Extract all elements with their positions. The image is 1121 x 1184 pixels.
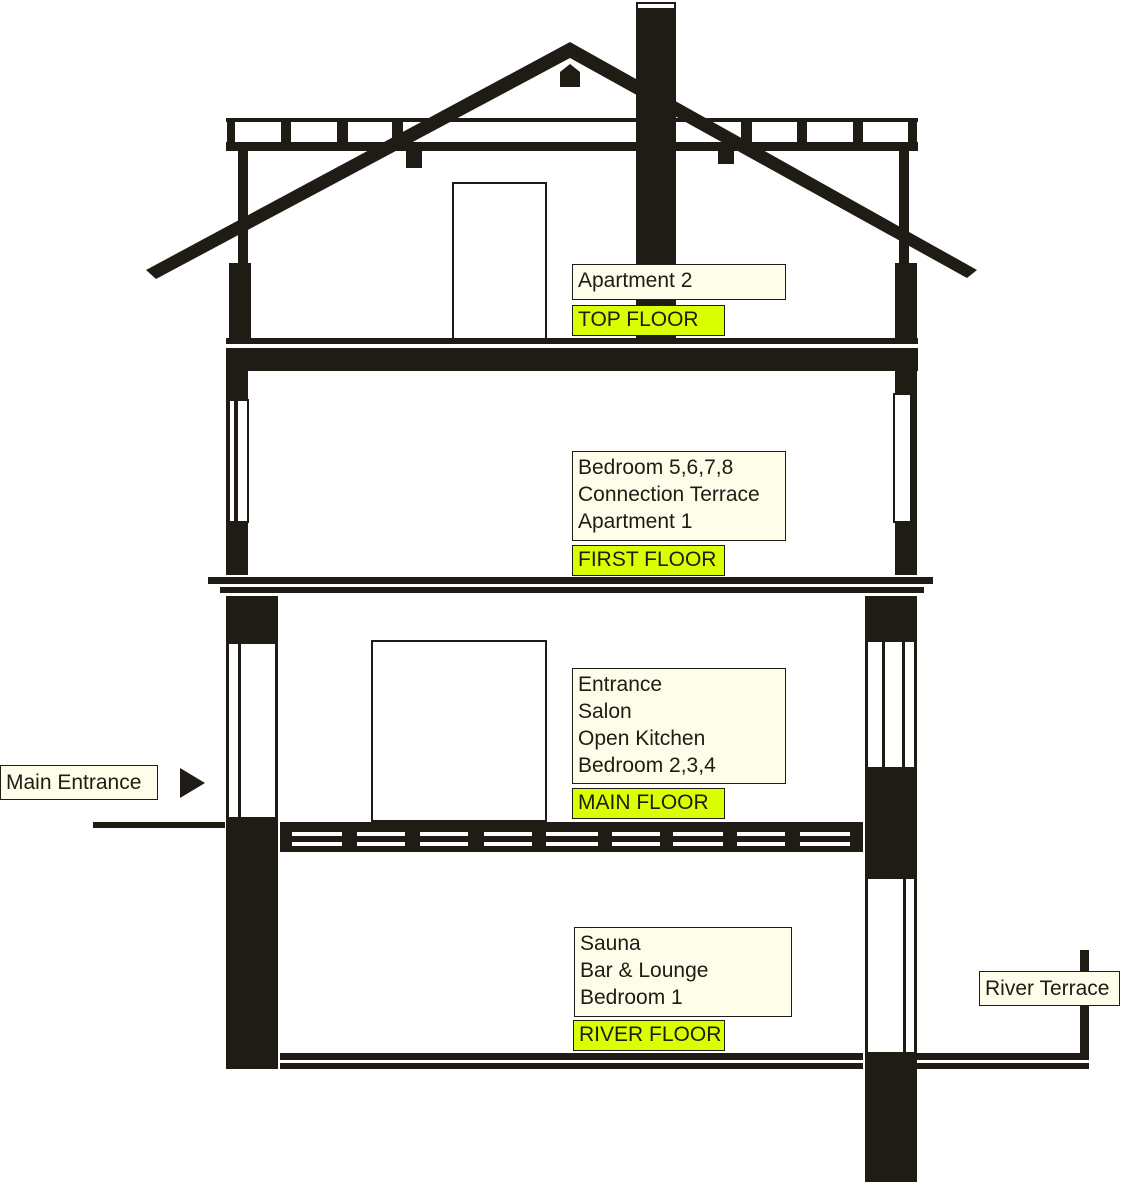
- main-floor-window-left: [227, 642, 277, 819]
- room-label: Bedroom 5,6,7,8: [578, 456, 734, 479]
- roof-beam: [226, 142, 918, 151]
- top-floor-door: [452, 182, 547, 340]
- first-floor-rooms: Bedroom 5,6,7,8 Connection Terrace Apart…: [572, 451, 786, 541]
- room-label: Apartment 1: [578, 510, 693, 533]
- room-label: Bedroom 1: [580, 986, 683, 1009]
- first-floor-tag: FIRST FLOOR: [572, 545, 725, 576]
- river-floor-window-right: [866, 877, 916, 1054]
- room-label: Salon: [578, 700, 632, 723]
- first-floor-window-left: [228, 399, 249, 523]
- room-label: Sauna: [580, 932, 641, 955]
- river-terrace-callout: River Terrace: [979, 971, 1120, 1006]
- first-floor-slab: [208, 577, 933, 584]
- river-floor-tag: RIVER FLOOR: [573, 1020, 725, 1051]
- room-label: Apartment 2: [578, 269, 693, 292]
- arrow-right-icon: [180, 768, 205, 798]
- entrance-step: [93, 822, 225, 828]
- room-label: Connection Terrace: [578, 483, 760, 506]
- river-terrace-deck: [917, 1053, 1089, 1060]
- main-floor-rooms: Entrance Salon Open Kitchen Bedroom 2,3,…: [572, 668, 786, 784]
- river-floor-rooms: Sauna Bar & Lounge Bedroom 1: [574, 927, 792, 1017]
- main-floor-tag: MAIN FLOOR: [572, 788, 725, 819]
- main-entrance-callout: Main Entrance: [0, 765, 158, 800]
- main-floor-window-right: [866, 640, 916, 769]
- room-label: Bedroom 2,3,4: [578, 754, 716, 777]
- main-floor-joists: [280, 822, 863, 852]
- room-label: Open Kitchen: [578, 727, 706, 750]
- top-floor-rooms: Apartment 2: [572, 264, 786, 300]
- room-label: Entrance: [578, 673, 663, 696]
- top-floor-tag: TOP FLOOR: [572, 305, 725, 336]
- river-floor-slab: [280, 1053, 863, 1060]
- room-label: Bar & Lounge: [580, 959, 709, 982]
- roof-rail: [226, 118, 918, 122]
- top-floor-slab: [226, 338, 918, 344]
- main-floor-door: [371, 640, 547, 822]
